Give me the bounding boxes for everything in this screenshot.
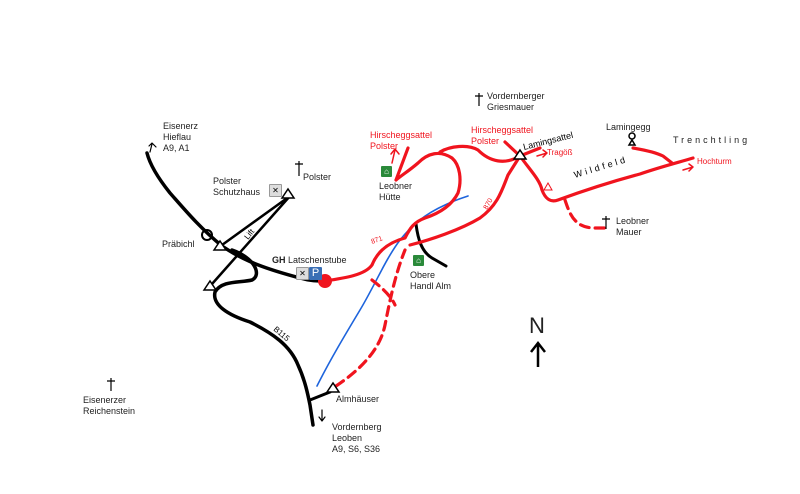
arrow-hochturm <box>682 163 694 172</box>
label-praebichl: Präbichl <box>162 239 195 249</box>
label-tragoess: Tragöß <box>547 148 573 157</box>
peak-lamingsattel-icon <box>512 148 528 160</box>
label-line: Polster <box>213 176 242 186</box>
trail-ridge <box>438 140 695 203</box>
cross-leobner-mauer-icon <box>602 216 610 229</box>
arrow-vordernberg <box>318 409 326 422</box>
arrow-eisenerz <box>148 142 157 153</box>
trail-870-label: 870 <box>483 197 495 211</box>
label-line: Hieflau <box>163 132 192 142</box>
label-line: Eisenerz <box>163 121 199 131</box>
north-label: N <box>529 313 545 338</box>
peak-schutzhaus-icon <box>280 187 296 199</box>
lamingegg-icon <box>628 132 636 140</box>
label-line: Griesmauer <box>487 102 535 112</box>
label-line: Leobner <box>616 216 650 226</box>
trail-dashed-almhaeuser <box>334 248 407 388</box>
label-line: A9, A1 <box>163 143 190 153</box>
label-line: Hirscheggsattel <box>471 125 534 135</box>
road-b115 <box>212 248 315 427</box>
label-polster: Polster <box>303 172 332 182</box>
peak-praebichl-icon <box>212 239 228 251</box>
arrow-polster <box>390 148 400 164</box>
lamingegg-peak-icon <box>627 138 637 146</box>
road-handl <box>414 222 448 268</box>
label-line: A9, S6, S36 <box>332 444 381 454</box>
label-line: Handl Alm <box>410 281 452 291</box>
label-gh-latschenstube: GH Latschenstube <box>272 255 347 266</box>
peak-almhaeuser-icon <box>325 381 341 393</box>
warning-icon <box>543 181 553 191</box>
label-hochturm: Hochturm <box>697 157 732 166</box>
label-line: Mauer <box>616 227 642 237</box>
label-line: Polster <box>370 141 399 151</box>
label-line: Hütte <box>379 192 401 202</box>
label-trenchtling: Trenchtling <box>673 135 751 145</box>
arrow-tragoess <box>536 149 548 158</box>
hut-icon: ⌂ <box>381 166 392 177</box>
label-almhaeuser: Almhäuser <box>336 394 380 404</box>
lift-line <box>210 194 292 286</box>
label-line: Obere <box>410 270 436 280</box>
wildfeld-label: Wildfeld <box>573 154 629 180</box>
trail-871-label: 871 <box>370 235 383 246</box>
label-line: Hirscheggsattel <box>370 130 433 140</box>
label-line: Leoben <box>332 433 363 443</box>
restaurant-icon: ✕ <box>269 184 282 197</box>
parking-icon: P <box>309 267 322 280</box>
cross-polster-icon <box>295 161 303 176</box>
label-line: Leobner <box>379 181 413 191</box>
trail-871 <box>323 146 462 283</box>
praebichl-pass-marker <box>201 229 213 241</box>
label-line: Reichenstein <box>83 406 136 416</box>
label-line: Vordernberger <box>487 91 545 101</box>
label-line: Vordernberg <box>332 422 382 432</box>
hut-icon: ⌂ <box>413 255 424 266</box>
trail-dashed-mauer <box>563 198 607 230</box>
label-line: Schutzhaus <box>213 187 261 197</box>
cross-reichenstein-icon <box>107 378 115 391</box>
gh-label: GH <box>272 255 286 265</box>
label-line: Eisenerzer <box>83 395 127 405</box>
latschenstube-label: Latschenstube <box>288 255 347 265</box>
label-line: Polster <box>471 136 500 146</box>
road-almhaeuser <box>308 390 332 402</box>
north-arrow-icon <box>530 340 546 367</box>
restaurant-icon: ✕ <box>296 267 309 280</box>
peak-lift-icon <box>202 279 218 291</box>
label-lamingegg: Lamingegg <box>606 122 651 132</box>
cross-griesmauer-icon <box>475 93 483 106</box>
trail-870 <box>408 154 522 247</box>
